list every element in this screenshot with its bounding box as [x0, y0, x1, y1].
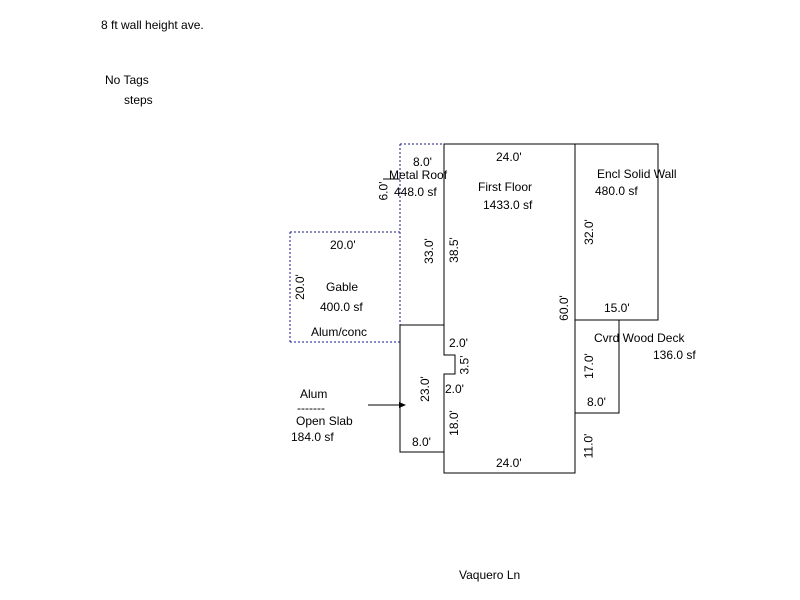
cvrd-wood-deck-area: 136.0 sf — [653, 348, 696, 362]
open-slab-dim-left: 23.0' — [417, 376, 432, 402]
first-floor-dim-left-upper: 38.5' — [446, 237, 461, 263]
metal-roof-name: Metal Roof — [389, 168, 448, 182]
open-slab-outline — [399, 324, 444, 453]
wall-height-note: 8 ft wall height ave. — [101, 18, 204, 32]
open-slab-name: Open Slab — [296, 414, 353, 428]
open-slab-material: Alum — [300, 387, 328, 401]
gable-name: Gable — [326, 280, 359, 294]
cvrd-wood-deck-dim-below: 11.0' — [581, 433, 596, 459]
cvrd-wood-deck-dim-left: 17.0' — [581, 353, 596, 379]
open-slab-area: 184.0 sf — [291, 430, 334, 444]
metal-roof-dim-small: 6.0' — [376, 181, 391, 201]
metal-roof-area: 448.0 sf — [394, 185, 437, 199]
first-floor-dim-right: 60.0' — [556, 295, 571, 321]
first-floor-dim-left-lower: 18.0' — [446, 410, 461, 436]
open-slab-divider: ------- — [297, 401, 325, 415]
gable-dim-left: 20.0' — [292, 274, 307, 300]
no-tags-note: No Tags — [105, 73, 149, 87]
gable-dim-top: 20.0' — [330, 238, 356, 252]
street-label: Vaquero Ln — [459, 568, 521, 582]
first-floor-dim-bottom: 24.0' — [496, 456, 522, 470]
first-floor-name: First Floor — [478, 180, 532, 194]
gable-area: 400.0 sf — [320, 300, 363, 314]
cvrd-wood-deck-outline — [575, 319, 620, 414]
notch-dim-top: 2.0' — [449, 336, 468, 350]
open-slab-dim-bottom: 8.0' — [412, 435, 431, 449]
encl-solid-wall-dim-bottom: 15.0' — [604, 301, 630, 315]
metal-roof-dim-left: 33.0' — [421, 238, 436, 264]
first-floor-dim-top: 24.0' — [496, 150, 522, 164]
notch-dim-side: 3.5' — [457, 355, 472, 375]
gable-material: Alum/conc — [311, 325, 368, 339]
notch-dim-bottom: 2.0' — [445, 382, 464, 396]
first-floor-outline — [443, 143, 576, 474]
cvrd-wood-deck-dim-bottom: 8.0' — [587, 395, 606, 409]
metal-roof-dim-top: 8.0' — [413, 155, 432, 169]
steps-note: steps — [124, 93, 153, 107]
first-floor-area: 1433.0 sf — [483, 198, 533, 212]
encl-solid-wall-dim-left: 32.0' — [581, 219, 596, 245]
cvrd-wood-deck-name: Cvrd Wood Deck — [594, 331, 685, 345]
encl-solid-wall-name: Encl Solid Wall — [597, 167, 677, 181]
encl-solid-wall-area: 480.0 sf — [595, 184, 638, 198]
